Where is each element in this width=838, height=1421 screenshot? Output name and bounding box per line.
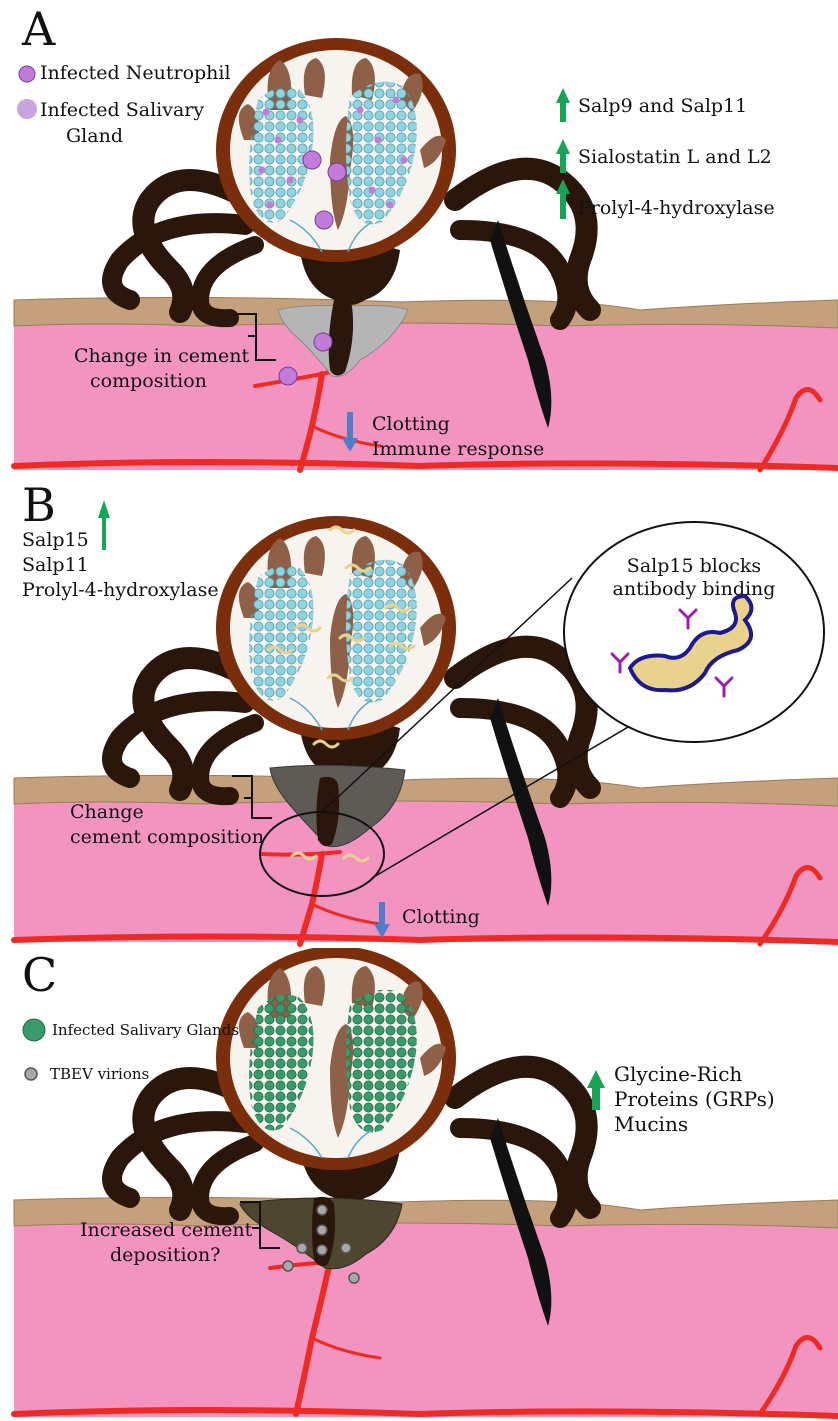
inset-title-line1: Salp15 blocks	[594, 554, 794, 578]
panel-letter: A	[22, 6, 55, 52]
downregulated-item: Immune response	[372, 437, 544, 461]
panel-letter: B	[22, 482, 56, 528]
upregulated-item: Salp9 and Salp11	[578, 94, 747, 118]
upregulated-item: Glycine-Rich	[614, 1062, 742, 1087]
cement-label-line2: deposition?	[110, 1243, 220, 1267]
upregulated-item: Mucins	[614, 1112, 688, 1137]
legend-label-infected-salivary-glands: Infected Salivary Glands	[52, 1020, 239, 1040]
inset-title-line2: antibody binding	[594, 577, 794, 601]
up-arrows	[98, 500, 110, 550]
cement-label-line2: cement composition	[70, 825, 264, 849]
legend-label-infected-salivary-gland-line1: Infected Salivary	[40, 98, 204, 122]
cement-label-line2: composition	[90, 369, 207, 393]
downregulated-item: Clotting	[372, 412, 450, 436]
infected-salivary-glands-icon	[23, 1019, 45, 1041]
upregulated-item: Prolyl-4-hydroxylase	[22, 578, 219, 602]
cement-label-line1: Change in cement	[74, 344, 249, 368]
legend-label-infected-neutrophil: Infected Neutrophil	[40, 61, 231, 85]
infected-salivary-gland-icon	[17, 99, 37, 119]
panel-a: A Infected Neutrophil Infected Salivary …	[0, 0, 838, 478]
downregulated-item: Clotting	[402, 905, 480, 929]
cement-label-line1: Increased cement	[80, 1218, 252, 1242]
tbev-virion-icon	[25, 1068, 37, 1080]
panel-c-illustration	[0, 948, 838, 1421]
upregulated-item: Sialostatin L and L2	[578, 145, 772, 169]
cement-label-line1: Change	[70, 800, 144, 824]
panel-b-illustration	[0, 478, 838, 948]
legend-label-tbev-virions: TBEV virions	[50, 1064, 149, 1084]
panel-b: B Salp15 Salp11 Prolyl-4-hydroxylase Sal…	[0, 478, 838, 948]
legend-label-infected-salivary-gland-line2: Gland	[66, 124, 123, 148]
infected-neutrophil-icon	[19, 66, 35, 82]
upregulated-item: Proteins (GRPs)	[614, 1087, 775, 1112]
upregulated-item: Salp11	[22, 553, 89, 577]
upregulated-item: Salp15	[22, 528, 89, 552]
panel-letter: C	[22, 952, 57, 998]
panel-c: C Infected Salivary Glands TBEV virions …	[0, 948, 838, 1421]
upregulated-item: Prolyl-4-hydroxylase	[578, 196, 775, 220]
